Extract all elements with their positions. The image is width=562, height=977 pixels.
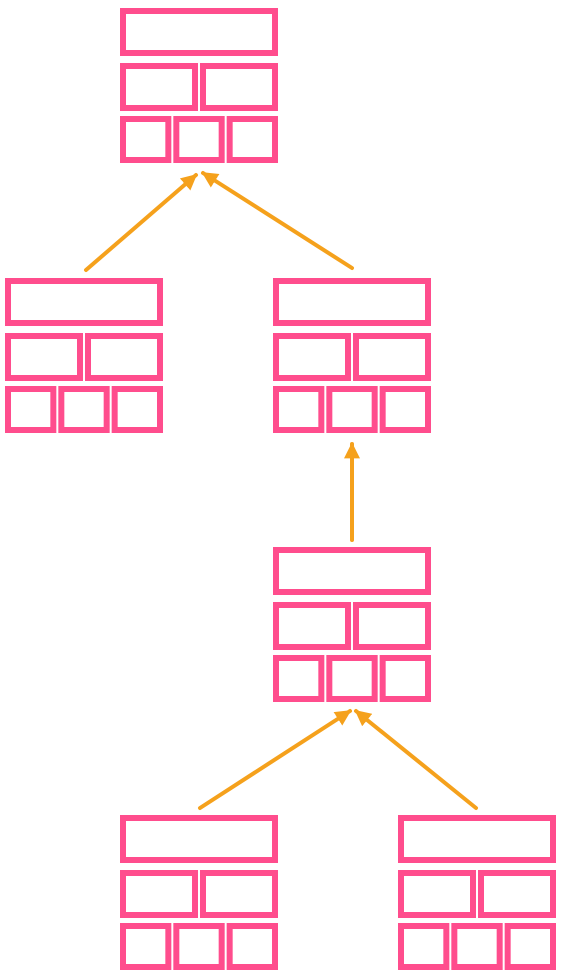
layout-grid-icon [120,8,278,163]
layout-bottom-cell [451,923,503,970]
layout-middle-right [200,63,278,111]
layout-bottom-cell [173,116,225,163]
layout-bottom-cell [58,386,110,433]
layout-bottom-cell [379,655,431,702]
layout-bottom-cell [226,116,278,163]
layout-middle-left [120,870,198,918]
layout-middle-right [85,333,163,381]
layout-bottom-cell [398,923,450,970]
layout-bottom-cell [173,923,225,970]
layout-middle-left [273,333,351,381]
arrow-node-2-to-node-1 [84,173,198,272]
layout-header-bar [120,815,278,863]
layout-bottom-cell [120,923,172,970]
layout-header-bar [273,278,431,326]
layout-grid-icon [398,815,556,970]
arrow-node-6-to-node-4 [354,709,478,810]
layout-middle-right [478,870,556,918]
layout-middle-right [353,333,431,381]
layout-bottom-cell [504,923,556,970]
arrow-node-3-to-node-1 [201,171,354,270]
layout-middle-right [353,602,431,650]
layout-bottom-cell [379,386,431,433]
layout-bottom-cell [326,386,378,433]
layout-middle-left [273,602,351,650]
layout-grid-icon [273,547,431,702]
layout-middle-left [5,333,83,381]
layout-middle-right [200,870,278,918]
layout-middle-left [398,870,476,918]
layout-grid-icon [5,278,163,433]
layout-grid-icon [120,815,278,970]
layout-header-bar [398,815,556,863]
layout-bottom-cell [273,655,325,702]
layout-middle-left [120,63,198,111]
layout-grid-icon [273,278,431,433]
layout-bottom-cell [226,923,278,970]
arrow-node-5-to-node-4 [198,709,352,810]
layout-header-bar [273,547,431,595]
layout-bottom-cell [120,116,172,163]
layout-header-bar [5,278,163,326]
layout-bottom-cell [5,386,57,433]
layout-bottom-cell [273,386,325,433]
layout-bottom-cell [326,655,378,702]
layout-header-bar [120,8,278,56]
layout-bottom-cell [111,386,163,433]
